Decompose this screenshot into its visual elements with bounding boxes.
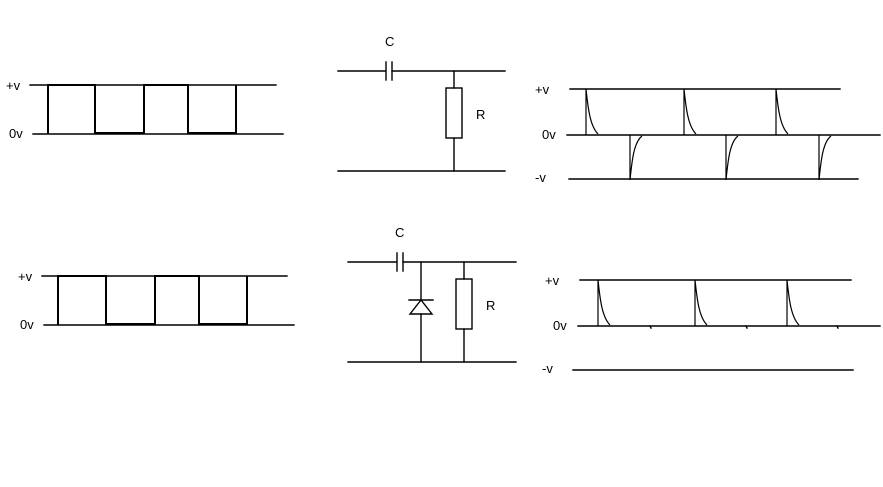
bottom-clamp-tick-1 <box>649 325 652 329</box>
bottom-output-waveform: +v 0v -v <box>542 273 881 376</box>
top-capacitor-label: C <box>385 34 394 49</box>
top-input-plus-label: +v <box>6 78 21 93</box>
bottom-output-plus-label: +v <box>545 273 560 288</box>
top-resistor-label: R <box>476 107 485 122</box>
top-output-zero-label: 0v <box>542 127 556 142</box>
top-rc-circuit: C R <box>337 34 506 172</box>
top-output-minus-label: -v <box>535 170 546 185</box>
bottom-resistor <box>455 278 473 330</box>
top-output-waveform: +v 0v -v <box>535 82 881 185</box>
bottom-positive-spike-3 <box>786 279 800 326</box>
top-input-square-wave <box>47 84 237 134</box>
bottom-input-square-wave <box>57 275 248 325</box>
bottom-input-plus-label: +v <box>18 269 33 284</box>
bottom-clamp-tick-2 <box>745 325 748 329</box>
bottom-positive-spike-1 <box>597 279 611 326</box>
top-positive-spike-1 <box>585 88 599 135</box>
bottom-output-zero-label: 0v <box>553 318 567 333</box>
top-positive-spike-2 <box>683 88 697 135</box>
top-resistor <box>445 87 463 139</box>
bottom-output-minus-label: -v <box>542 361 553 376</box>
top-input-zero-label: 0v <box>9 126 23 141</box>
top-negative-spike-2 <box>725 135 739 181</box>
diode-symbol <box>408 298 434 315</box>
top-output-plus-label: +v <box>535 82 550 97</box>
bottom-input-zero-label: 0v <box>20 317 34 332</box>
top-negative-spike-3 <box>818 135 832 181</box>
bottom-input-waveform: +v 0v <box>18 269 295 332</box>
bottom-capacitor-label: C <box>395 225 404 240</box>
bottom-clamp-circuit: C R <box>347 225 517 363</box>
top-input-waveform: +v 0v <box>6 78 284 141</box>
bottom-clamp-tick-3 <box>836 325 839 329</box>
bottom-positive-spike-2 <box>694 279 708 326</box>
top-positive-spike-3 <box>775 88 789 135</box>
top-negative-spike-1 <box>629 135 643 181</box>
bottom-resistor-label: R <box>486 298 495 313</box>
